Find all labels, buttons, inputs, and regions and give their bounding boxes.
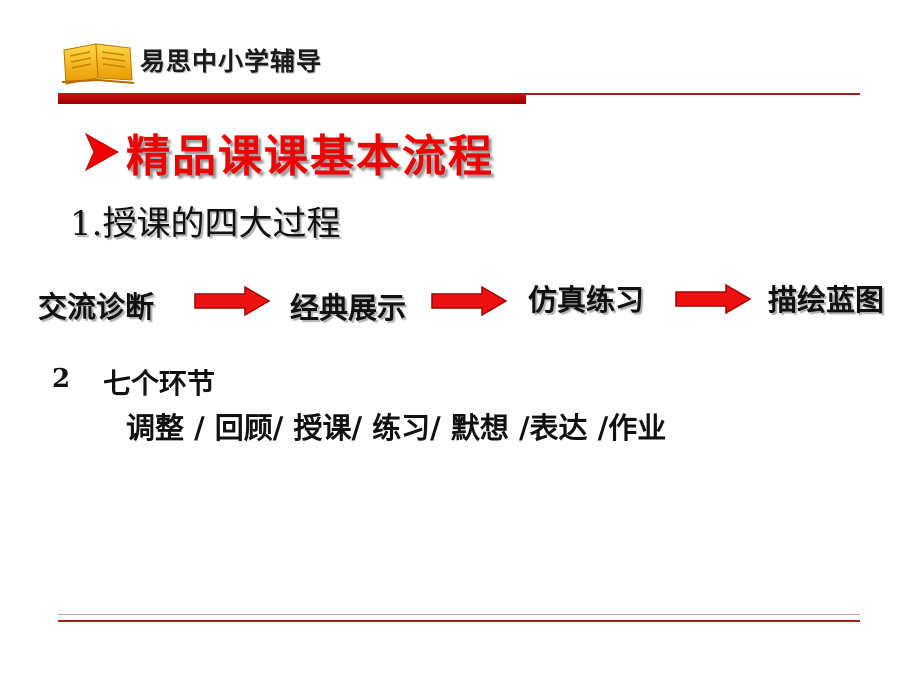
step-draw-blueprint: 描绘蓝图 <box>768 283 885 317</box>
open-book-icon <box>61 43 135 85</box>
step-exchange-diagnosis: 交流诊断 <box>38 290 155 324</box>
brand-name: 易思中小学辅导 <box>140 47 323 76</box>
header-divider <box>526 93 860 95</box>
right-arrow-icon <box>675 283 752 315</box>
right-arrow-icon <box>194 285 271 317</box>
header-accent-bar <box>58 93 526 104</box>
slide-title-text: 精品课课基本流程 <box>126 131 494 182</box>
step-classic-display: 经典展示 <box>290 291 407 325</box>
footer-divider-thin <box>58 614 860 615</box>
footer-divider <box>58 620 860 622</box>
section2-items: 调整 / 回顾/ 授课/ 练习/ 默想 /表达 /作业 <box>126 411 667 445</box>
section2-number: 2 <box>52 364 71 394</box>
right-arrow-icon <box>431 285 508 317</box>
section2-title: 七个环节 <box>103 367 216 400</box>
step-simulated-practice: 仿真练习 <box>528 283 645 317</box>
chevron-right-icon <box>84 132 120 172</box>
slide-title: 精品课课基本流程 <box>80 122 494 182</box>
section1-heading: 1.授课的四大过程 <box>70 204 341 244</box>
